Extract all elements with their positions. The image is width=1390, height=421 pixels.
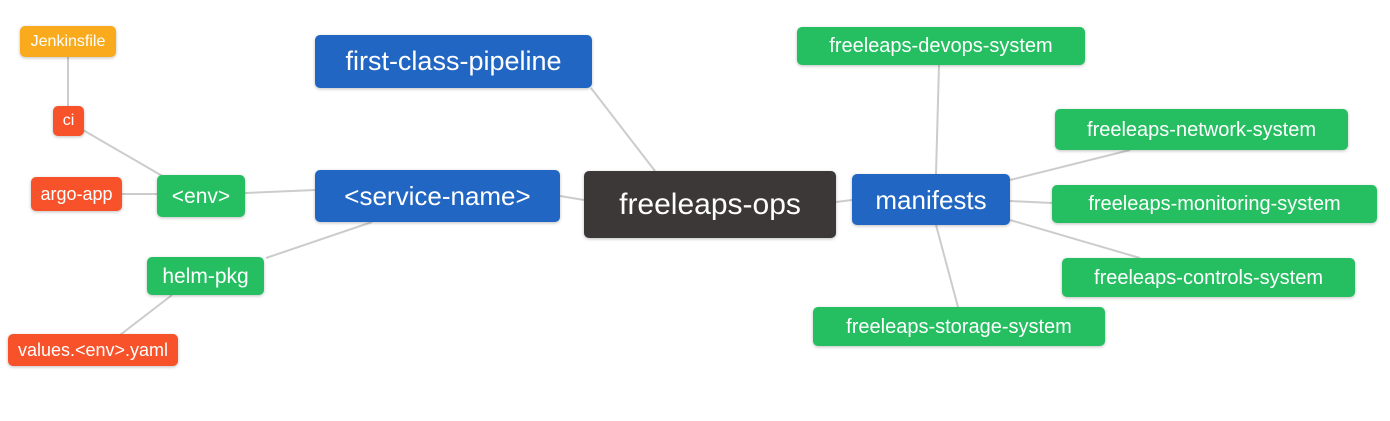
edge-manifests-to-freeleaps-monitoring-system <box>1009 200 1053 204</box>
node-freeleaps-monitoring-system[interactable]: freeleaps-monitoring-system <box>1052 185 1377 223</box>
node-values-env-yaml[interactable]: values.<env>.yaml <box>8 334 178 366</box>
edge-manifests-to-freeleaps-controls-system <box>1009 219 1141 259</box>
edge-env-to-service-name <box>244 189 316 194</box>
node-manifests[interactable]: manifests <box>852 174 1010 225</box>
edge-manifests-to-freeleaps-devops-system <box>935 64 940 175</box>
edge-manifests-to-freeleaps-storage-system <box>935 224 959 308</box>
node-helm-pkg[interactable]: helm-pkg <box>147 257 264 295</box>
node-freeleaps-storage-system[interactable]: freeleaps-storage-system <box>813 307 1105 346</box>
node-argo-app[interactable]: argo-app <box>31 177 122 211</box>
node-first-class-pipeline[interactable]: first-class-pipeline <box>315 35 592 88</box>
edge-freeleaps-ops-to-manifests <box>835 199 853 203</box>
node-jenkinsfile[interactable]: Jenkinsfile <box>20 26 116 57</box>
edge-ci-to-env <box>82 129 165 178</box>
edge-first-class-pipeline-to-freeleaps-ops <box>590 87 656 172</box>
node-env[interactable]: <env> <box>157 175 245 217</box>
node-freeleaps-controls-system[interactable]: freeleaps-controls-system <box>1062 258 1355 297</box>
edge-manifests-to-freeleaps-network-system <box>1009 149 1131 181</box>
node-service-name[interactable]: <service-name> <box>315 170 560 222</box>
node-freeleaps-devops-system[interactable]: freeleaps-devops-system <box>797 27 1085 65</box>
node-freeleaps-ops[interactable]: freeleaps-ops <box>584 171 836 238</box>
node-freeleaps-network-system[interactable]: freeleaps-network-system <box>1055 109 1348 150</box>
edge-helm-pkg-to-values-env-yaml <box>119 294 173 336</box>
edge-service-name-to-freeleaps-ops <box>559 195 585 201</box>
edge-service-name-to-helm-pkg <box>265 221 373 259</box>
node-ci[interactable]: ci <box>53 106 84 136</box>
